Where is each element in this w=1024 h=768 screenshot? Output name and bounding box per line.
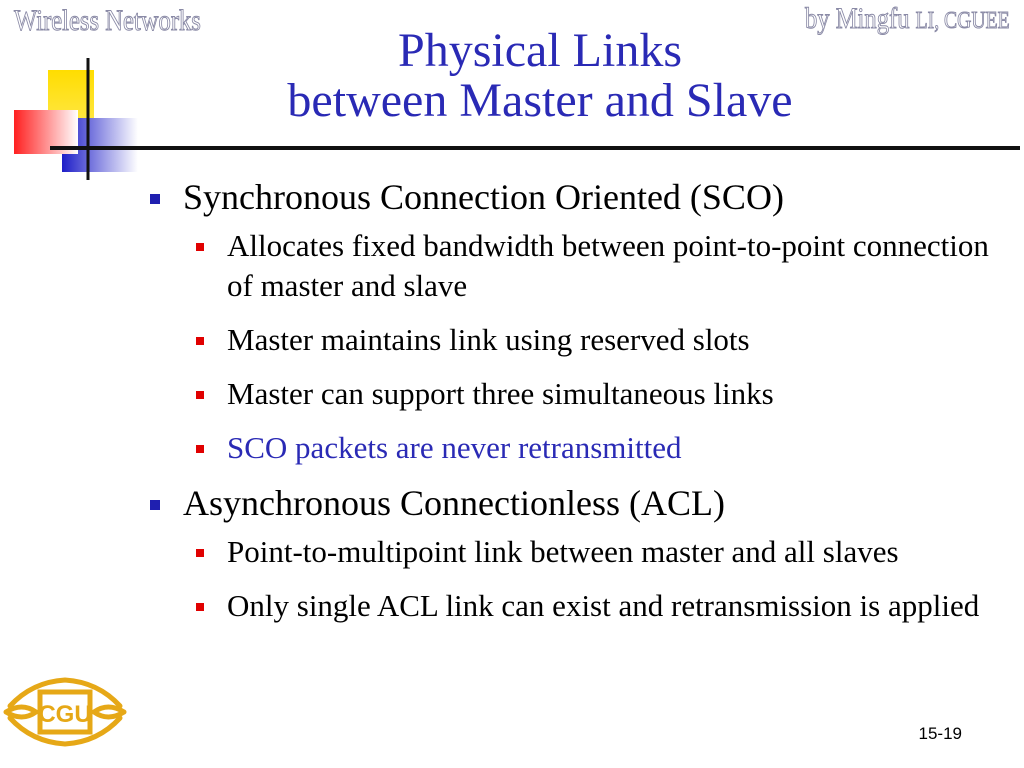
slide-title-line2: between Master and Slave — [287, 74, 793, 127]
university-logo: CGU — [3, 677, 127, 747]
square-bullet-icon — [196, 549, 204, 557]
square-bullet-icon — [196, 603, 204, 611]
sub-bullet-text: Master can support three simultaneous li… — [227, 376, 774, 411]
sub-bullet: Master can support three simultaneous li… — [150, 374, 1000, 414]
author-header: by Mingfu LI, CGUEE — [805, 2, 1011, 36]
square-bullet-icon — [196, 243, 204, 251]
sub-bullet-highlighted: SCO packets are never retransmitted — [150, 428, 1000, 468]
bullet-sco: Synchronous Connection Oriented (SCO) — [150, 176, 1000, 218]
slide-body: Synchronous Connection Oriented (SCO) Al… — [150, 176, 1000, 640]
sub-bullet: Master maintains link using reserved slo… — [150, 320, 1000, 360]
square-bullet-icon — [196, 337, 204, 345]
sub-bullet-text: Only single ACL link can exist and retra… — [227, 588, 980, 623]
sub-bullet: Point-to-multipoint link between master … — [150, 532, 1000, 572]
sub-bullet-text: Point-to-multipoint link between master … — [227, 534, 899, 569]
sub-bullet-text: SCO packets are never retransmitted — [227, 430, 682, 465]
bullet-list: Synchronous Connection Oriented (SCO) Al… — [150, 176, 1000, 626]
author-rest: LI, CGUEE — [915, 8, 1011, 35]
sub-bullet: Only single ACL link can exist and retra… — [150, 586, 1000, 626]
decorative-squares-graphic — [14, 58, 138, 180]
sub-bullet-text: Master maintains link using reserved slo… — [227, 322, 750, 357]
bullet-text: Asynchronous Connectionless (ACL) — [183, 483, 725, 523]
logo-text: CGU — [38, 701, 91, 728]
bullet-text: Synchronous Connection Oriented (SCO) — [183, 177, 784, 217]
slide-number: 15-19 — [918, 724, 962, 743]
slide-title-line1: Physical Links — [398, 24, 682, 77]
sub-bullet-text: Allocates fixed bandwidth between point-… — [227, 228, 989, 303]
square-bullet-icon — [150, 500, 160, 510]
bullet-acl: Asynchronous Connectionless (ACL) — [150, 482, 1000, 524]
square-bullet-icon — [150, 194, 160, 204]
title-underline — [50, 146, 1020, 150]
author-by: by Mingfu — [805, 2, 910, 36]
square-bullet-icon — [196, 445, 204, 453]
slide-title: Physical Links between Master and Slave — [210, 26, 870, 126]
square-bullet-icon — [196, 391, 204, 399]
course-name-header: Wireless Networks — [14, 4, 202, 38]
sub-bullet: Allocates fixed bandwidth between point-… — [150, 226, 1000, 306]
